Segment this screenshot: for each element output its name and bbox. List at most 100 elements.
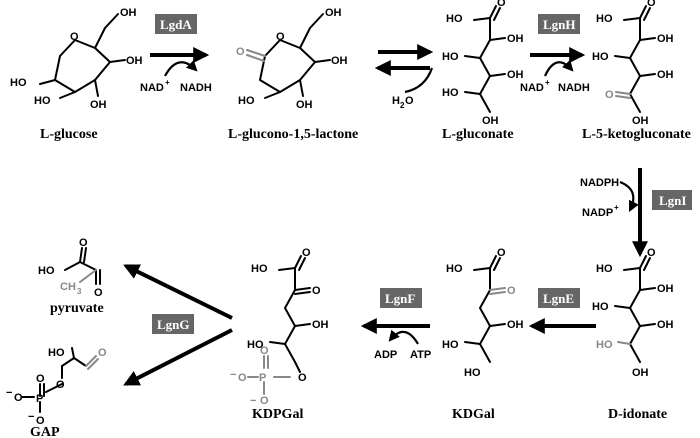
phosphate-oxygen: O bbox=[260, 395, 269, 407]
cofactor-nad: NAD bbox=[140, 82, 164, 94]
cofactor-arrow-6 bbox=[388, 329, 419, 345]
cofactor-nad: NAD bbox=[520, 82, 544, 94]
plus-sign: + bbox=[614, 203, 619, 212]
water-h: H bbox=[392, 95, 400, 107]
reaction-arrow-7-lower bbox=[123, 328, 233, 386]
phosphate-oxygen: O bbox=[238, 372, 247, 384]
gap-structure: HO O O P O O O − − bbox=[6, 347, 107, 427]
kdgal-structure: HO O O OH HO HO bbox=[442, 247, 524, 379]
ho-label: HO bbox=[442, 87, 459, 99]
compound-l-glucose: L-glucose bbox=[40, 127, 98, 142]
d-idonate-structure: HO O OH HO OH HO OH bbox=[592, 247, 674, 379]
ho-label: HO bbox=[34, 95, 51, 107]
enzyme-box-lgng bbox=[152, 314, 194, 334]
compound-lactone: L-glucono-1,5-lactone bbox=[228, 127, 358, 142]
phosphorus: P bbox=[259, 372, 266, 384]
methyl-subscript: 3 bbox=[77, 287, 82, 296]
enzyme-box-lgnh bbox=[538, 14, 580, 34]
compound-ketogluconate: L-5-ketogluconate bbox=[582, 127, 691, 142]
enzyme-lgne: LgnE bbox=[543, 291, 574, 306]
carboxyl-oxygen: O bbox=[647, 247, 656, 259]
ho-label: HO bbox=[48, 347, 65, 359]
enzyme-box-lgne bbox=[538, 288, 580, 308]
compound-kdgal: KDGal bbox=[452, 407, 495, 422]
lactone-structure: O O OH OH OH HO bbox=[236, 7, 348, 111]
cofactor-arrow-1 bbox=[164, 59, 198, 77]
kdpgal-structure: HO O O OH HO O P O O O − − bbox=[230, 247, 329, 407]
cofactor-adp: ADP bbox=[374, 349, 397, 361]
phosphate-oxygen: O bbox=[14, 392, 23, 404]
oh-label: OH bbox=[120, 7, 137, 19]
ho-label: HO bbox=[442, 51, 459, 63]
ho-label: HO bbox=[38, 265, 55, 277]
cofactor-atp: ATP bbox=[410, 349, 431, 361]
ho-label: HO bbox=[247, 339, 264, 351]
charge: − bbox=[6, 387, 12, 399]
carboxyl-oxygen: O bbox=[497, 0, 506, 9]
keto-oxygen: O bbox=[94, 287, 103, 299]
cofactor-arrow-4 bbox=[619, 180, 639, 212]
enzyme-box-lgnf bbox=[380, 288, 422, 308]
cofactor-arrow-3 bbox=[544, 59, 574, 77]
compound-pyruvate: pyruvate bbox=[50, 301, 104, 316]
cofactor-nadh: NADH bbox=[180, 82, 212, 94]
aldehyde-oxygen: O bbox=[98, 347, 107, 359]
water-o: O bbox=[405, 95, 414, 107]
oh-label: OH bbox=[312, 319, 329, 331]
ester-oxygen: O bbox=[298, 372, 307, 384]
oh-label: OH bbox=[657, 69, 674, 81]
ho-label: HO bbox=[596, 13, 613, 25]
ho-label: HO bbox=[10, 77, 27, 89]
charge: − bbox=[230, 369, 236, 381]
oh-label: OH bbox=[507, 319, 524, 331]
oh-label: OH bbox=[507, 69, 524, 81]
carboxyl-oxygen: O bbox=[79, 237, 88, 249]
ho-label: HO bbox=[592, 301, 609, 313]
compound-d-idonate: D-idonate bbox=[608, 407, 667, 422]
keto-oxygen: O bbox=[605, 89, 614, 101]
enzyme-lgnf: LgnF bbox=[385, 291, 415, 306]
compound-gap: GAP bbox=[30, 425, 60, 438]
carboxyl-oxygen: O bbox=[647, 0, 656, 9]
enzyme-lgni: LgnI bbox=[659, 193, 686, 208]
oh-label: OH bbox=[296, 99, 313, 111]
l-gluconate-structure: HO O OH HO OH HO OH bbox=[442, 0, 524, 127]
charge: − bbox=[28, 411, 34, 423]
oh-label: OH bbox=[632, 115, 649, 127]
compound-kdpgal: KDPGal bbox=[252, 407, 303, 422]
oh-label: OH bbox=[507, 33, 524, 45]
phosphorus: P bbox=[36, 393, 43, 405]
methyl-label: CH bbox=[60, 281, 76, 293]
phosphate-oxygen: O bbox=[260, 345, 269, 357]
cofactor-nadp: NADP bbox=[582, 207, 613, 219]
ring-oxygen: O bbox=[70, 31, 79, 43]
plus-sign: + bbox=[545, 78, 550, 87]
carboxyl-oxygen: O bbox=[302, 247, 311, 259]
ho-label: HO bbox=[251, 263, 268, 275]
ho-label: HO bbox=[592, 51, 609, 63]
l-glucose-structure: O OH OH OH HO HO bbox=[10, 7, 143, 111]
oh-label: OH bbox=[657, 33, 674, 45]
oh-label: OH bbox=[126, 55, 143, 67]
oh-label: OH bbox=[657, 319, 674, 331]
enzyme-box-lgni bbox=[652, 190, 692, 210]
ho-label: HO bbox=[442, 339, 459, 351]
enzyme-lgda: LgdA bbox=[160, 17, 192, 32]
ketogluconate-structure: HO O OH HO OH O OH bbox=[592, 0, 674, 127]
cofactor-nadh: NADH bbox=[558, 82, 590, 94]
oh-label: OH bbox=[325, 7, 342, 19]
ho-label: HO bbox=[446, 263, 463, 275]
plus-sign: + bbox=[165, 78, 170, 87]
water-subscript: 2 bbox=[400, 101, 405, 110]
compound-l-gluconate: L-gluconate bbox=[442, 127, 514, 142]
keto-oxygen: O bbox=[312, 285, 321, 297]
cofactor-nadph: NADPH bbox=[580, 177, 619, 189]
ho-label: HO bbox=[596, 339, 613, 351]
oh-label: OH bbox=[657, 283, 674, 295]
ho-label: HO bbox=[596, 263, 613, 275]
ester-oxygen: O bbox=[56, 379, 65, 391]
oh-label: OH bbox=[331, 55, 348, 67]
phosphate-oxygen: O bbox=[36, 373, 45, 385]
reaction-arrow-7-upper bbox=[123, 264, 233, 320]
